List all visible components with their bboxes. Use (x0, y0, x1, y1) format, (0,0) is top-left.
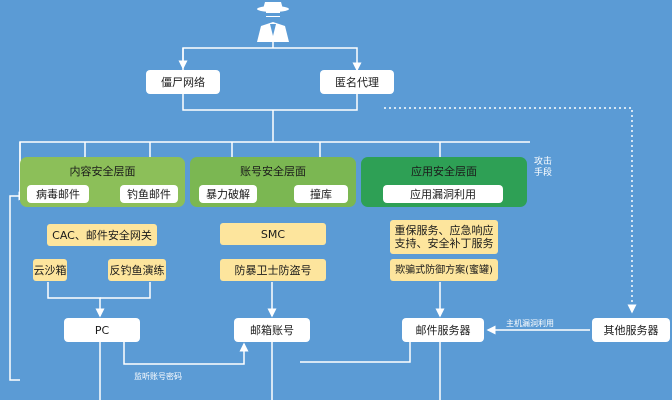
protection-service-label: 重保服务、应急响应 支持、安全补丁服务 (394, 224, 494, 250)
pc-box: PC (64, 318, 140, 342)
anti-phishing-box: 反钓鱼演练 (108, 259, 166, 281)
proxy-box: 匿名代理 (320, 70, 394, 94)
mailbox-label: 邮箱账号 (250, 323, 294, 337)
cloud-sandbox-label: 云沙箱 (33, 263, 67, 277)
phishing-mail-label: 钓鱼邮件 (127, 187, 171, 201)
mailbox-box: 邮箱账号 (234, 318, 310, 342)
content-layer-title: 内容安全层面 (69, 165, 136, 178)
other-server-box: 其他服务器 (592, 318, 670, 342)
smc-label: SMC (260, 227, 286, 241)
app-layer-title: 应用安全层面 (411, 165, 477, 178)
proxy-label: 匿名代理 (335, 75, 379, 89)
monitor-annotation: 监听账号密码 (134, 372, 182, 381)
botnet-box: 僵尸网络 (146, 70, 220, 94)
honeypot-label: 欺骗式防御方案(蜜罐) (395, 264, 493, 276)
phishing-mail-box: 钓鱼邮件 (120, 185, 178, 203)
brute-force-box: 暴力破解 (199, 185, 257, 203)
hacker-icon (257, 2, 289, 42)
virus-mail-label: 病毒邮件 (36, 187, 80, 201)
pc-label: PC (94, 323, 110, 337)
cac-gateway-label: CAC、邮件安全网关 (52, 228, 152, 242)
anti-theft-label: 防暴卫士防盗号 (234, 263, 312, 277)
protection-service-box: 重保服务、应急响应 支持、安全补丁服务 (390, 220, 498, 254)
other-server-label: 其他服务器 (603, 323, 659, 337)
mailserver-label: 邮件服务器 (415, 323, 471, 337)
smc-box: SMC (220, 223, 326, 245)
botnet-label: 僵尸网络 (161, 75, 205, 89)
app-exploit-label: 应用漏洞利用 (410, 187, 476, 201)
honeypot-box: 欺骗式防御方案(蜜罐) (390, 259, 498, 281)
mailserver-box: 邮件服务器 (402, 318, 484, 342)
attack-methods-label: 攻击 手段 (534, 157, 553, 178)
cac-gateway-box: CAC、邮件安全网关 (47, 224, 157, 246)
app-exploit-box: 应用漏洞利用 (383, 185, 503, 203)
anti-phishing-label: 反钓鱼演练 (109, 263, 165, 277)
credential-stuffing-box: 撞库 (294, 185, 348, 203)
credential-stuffing-label: 撞库 (310, 187, 332, 201)
virus-mail-box: 病毒邮件 (27, 185, 89, 203)
host-exploit-annotation: 主机漏洞利用 (506, 319, 554, 328)
account-layer-title: 账号安全层面 (240, 165, 306, 178)
brute-force-label: 暴力破解 (206, 187, 250, 201)
cloud-sandbox-box: 云沙箱 (33, 259, 67, 281)
anti-theft-box: 防暴卫士防盗号 (220, 259, 326, 281)
